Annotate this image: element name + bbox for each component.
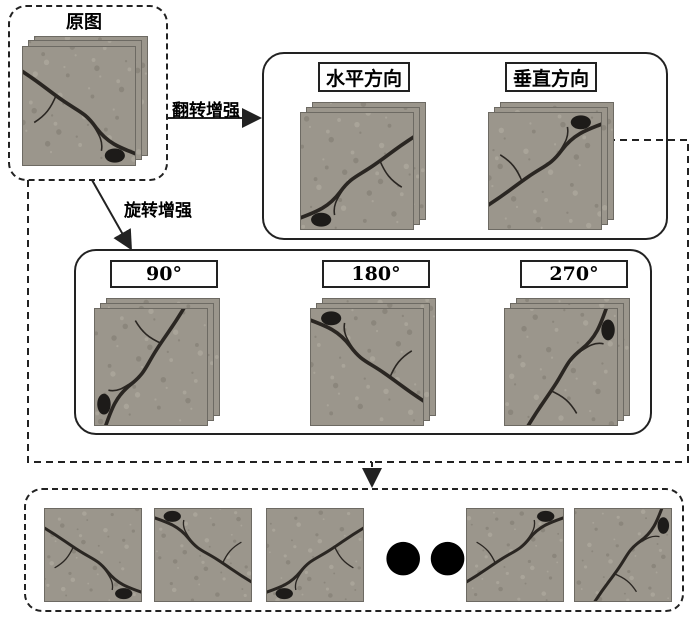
rotate-90-label: 90°	[110, 260, 218, 288]
flip-dashed-connector	[372, 139, 689, 463]
augmented-dataset-group	[24, 488, 684, 612]
original-image-stack	[22, 34, 148, 166]
dataset-image-5	[574, 508, 672, 602]
vertical-label: 垂直方向	[505, 62, 597, 92]
rotate-180-stack	[310, 298, 438, 426]
flip-group	[262, 52, 668, 240]
rotate-180-label: 180°	[322, 260, 430, 288]
vertical-flip-stack	[488, 102, 616, 230]
dataset-image-4	[466, 508, 564, 602]
dataset-image-2	[154, 508, 252, 602]
rotate-label: 旋转增强	[124, 201, 192, 221]
dataset-image-1	[44, 508, 142, 602]
dataset-image-3	[266, 508, 364, 602]
rotate-group	[74, 249, 652, 435]
rotate-arrow	[91, 179, 132, 251]
flip-label: 翻转增强	[172, 101, 240, 121]
horizontal-label: 水平方向	[318, 62, 410, 92]
rotate-dashed-connector	[27, 180, 372, 463]
horizontal-flip-stack	[300, 102, 428, 230]
rotate-270-label: 270°	[520, 260, 628, 288]
original-label: 原图	[66, 12, 102, 33]
rotate-90-stack	[94, 298, 222, 426]
rotate-270-stack	[504, 298, 632, 426]
original-group	[8, 5, 168, 181]
